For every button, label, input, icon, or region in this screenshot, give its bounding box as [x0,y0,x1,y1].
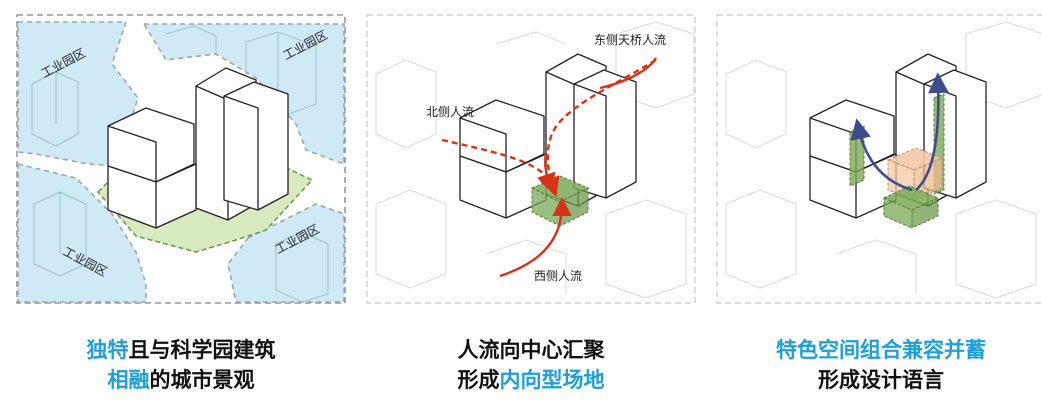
label-west-flow: 西侧人流 [534,269,582,283]
caption-unique-landscape: 独特且与科学园建筑 相融的城市景观 [16,335,346,395]
industrial-zone-bottom-left [17,162,147,303]
caption-3-line-2: 形成设计语言 [818,368,944,392]
industrial-zone-top-right [142,23,345,166]
space-combination-diagram [716,14,1042,304]
flow-right [915,72,949,191]
industrial-zone-bottom-right [227,203,345,303]
caption-design-language: 特色空间组合兼容并蓄 形成设计语言 [716,335,1042,395]
tall-tower-2 [223,81,289,211]
label-north-flow: 北侧人流 [426,105,474,119]
caption-1-line-2: 相融的城市景观 [107,368,255,392]
caption-3-line-1: 特色空间组合兼容并蓄 [776,338,986,362]
flow-west [499,196,572,278]
caption-2-line-1: 人流向中心汇聚 [457,338,605,362]
flow-east-bridge [540,58,657,197]
panel-space-combination [716,14,1042,304]
panel-industrial-context: 工业园区 工业园区 工业园区 工业园区 [16,14,346,304]
panel-people-flow: 东侧天桥人流 北侧人流 西侧人流 [366,14,696,304]
flow-left [850,118,913,192]
feature-space [886,147,944,171]
label-east-bridge-flow: 东侧天桥人流 [594,33,666,47]
industrial-context-diagram: 工业园区 工业园区 工业园区 工业园区 [16,14,346,304]
caption-1-line-1: 独特且与科学园建筑 [86,338,276,362]
caption-2-line-2: 形成内向型场地 [457,368,605,392]
caption-inward-site: 人流向中心汇聚 形成内向型场地 [366,335,696,395]
people-flow-diagram: 东侧天桥人流 北侧人流 西侧人流 [366,14,696,304]
